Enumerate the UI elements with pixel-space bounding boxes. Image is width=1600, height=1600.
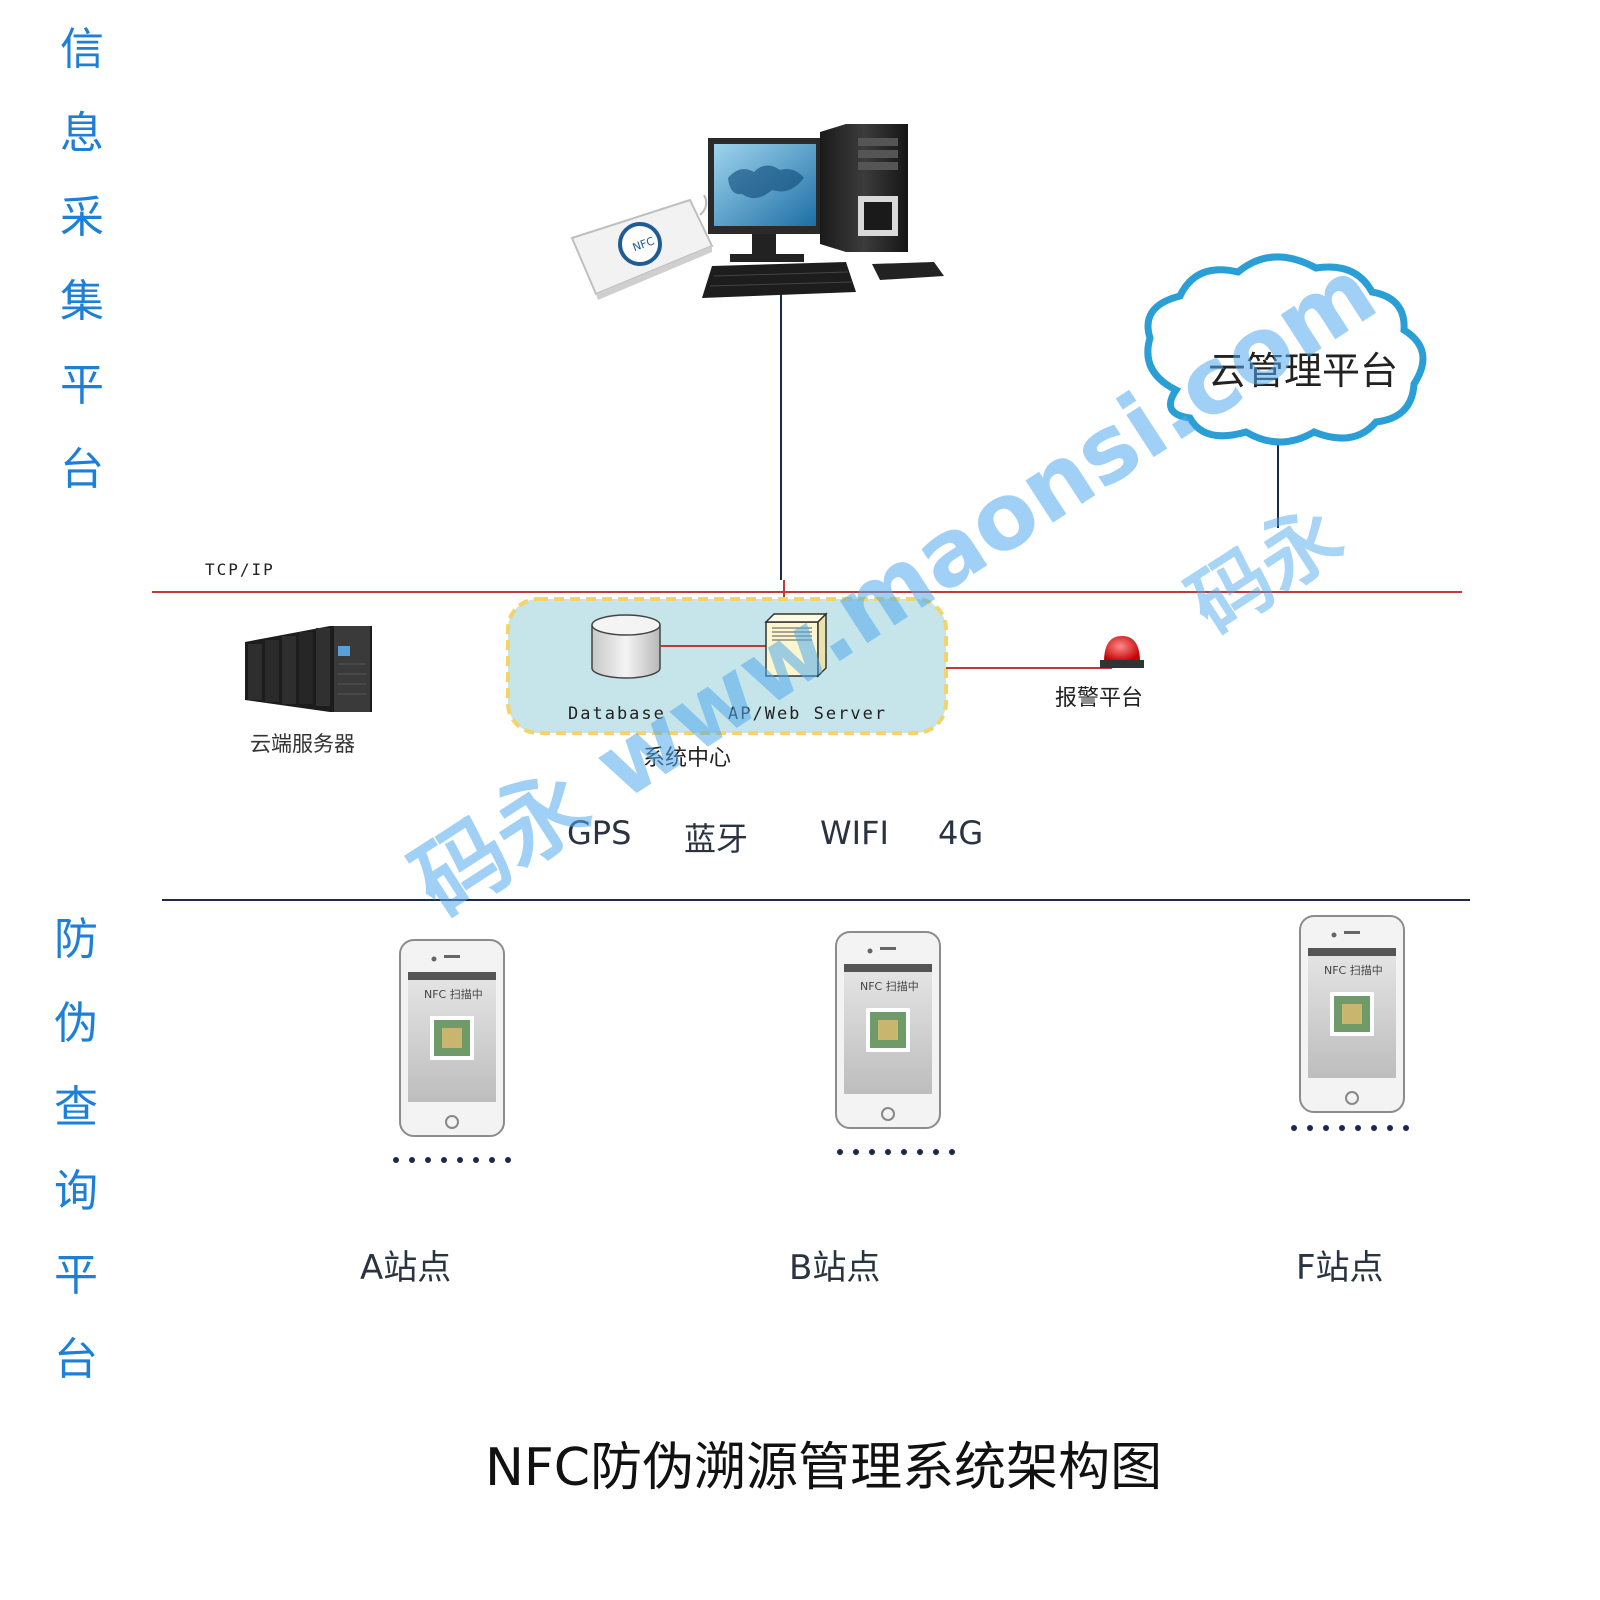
phone-site-a-icon: NFC 扫描中 (400, 940, 504, 1136)
phone-a-signal-dots (393, 1157, 511, 1163)
alarm-light-icon (1100, 636, 1144, 668)
phone-site-b-icon: NFC 扫描中 (836, 932, 940, 1128)
phone-screen-text: NFC 扫描中 (860, 979, 919, 993)
protocol-4g-label: 4G (938, 814, 983, 852)
database-label: Database (568, 704, 666, 724)
cloud-platform-label: 云管理平台 (1208, 340, 1398, 395)
site-f-label: F站点 (1296, 1240, 1384, 1289)
web-server-icon (766, 614, 826, 676)
phone-screen-text: NFC 扫描中 (424, 987, 483, 1001)
cloud-server-label: 云端服务器 (250, 728, 355, 758)
site-a-label: A站点 (360, 1240, 451, 1289)
site-b-label: B站点 (789, 1240, 880, 1289)
protocol-gps-label: GPS (567, 814, 631, 852)
protocol-bluetooth-label: 蓝牙 (684, 814, 748, 860)
phone-site-f-icon: NFC 扫描中 (1300, 916, 1404, 1112)
diagram-title: NFC防伪溯源管理系统架构图 (485, 1425, 1162, 1500)
phone-f-signal-dots (1291, 1125, 1409, 1131)
tcp-ip-label: TCP/IP (205, 560, 275, 579)
mouse-pad-icon (872, 262, 944, 280)
keyboard-icon (702, 262, 856, 298)
system-center-label: 系统中心 (643, 740, 731, 772)
nfc-reader-icon: NFC (572, 195, 712, 300)
computer-monitor-icon (708, 138, 822, 262)
phone-screen-text: NFC 扫描中 (1324, 963, 1383, 977)
phone-b-signal-dots (837, 1149, 955, 1155)
computer-tower-icon (820, 124, 908, 252)
cloud-server-rack-icon (245, 626, 372, 712)
web-server-label: AP/Web Server (728, 704, 887, 724)
alarm-platform-label: 报警平台 (1055, 680, 1143, 712)
database-icon (592, 615, 660, 678)
protocol-wifi-label: WIFI (820, 814, 889, 852)
